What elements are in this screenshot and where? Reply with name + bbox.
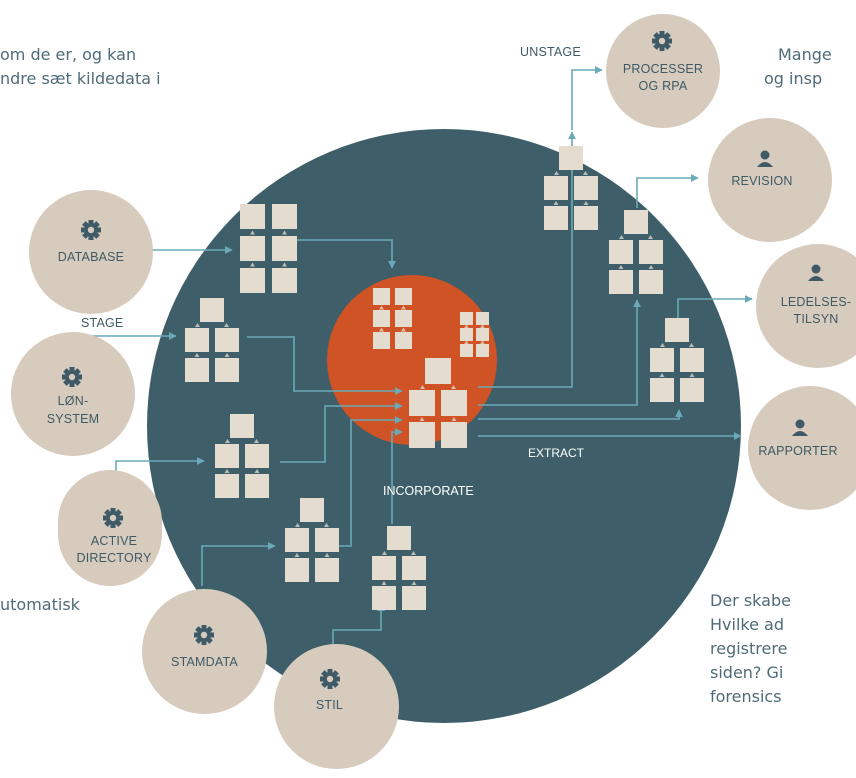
data-block	[544, 146, 598, 230]
rapporter-label: RAPPORTER	[758, 444, 838, 458]
gear-icon	[194, 625, 214, 645]
connector-line	[677, 295, 753, 318]
rapporter-node: RAPPORTER	[748, 386, 856, 510]
connector-line	[201, 542, 276, 586]
gear-icon	[103, 508, 123, 528]
data-blocks	[185, 146, 704, 610]
processer-node: PROCESSER OG RPA	[606, 14, 720, 128]
data-block	[373, 288, 412, 349]
database-node: DATABASE	[29, 190, 153, 314]
bottom-text-line-3: registrere	[710, 639, 788, 658]
connector-line	[478, 409, 683, 420]
extract-label: EXTRACT	[528, 446, 585, 460]
incorporate-label: INCORPORATE	[383, 484, 474, 498]
bottom-text-line-5: forensics	[710, 687, 782, 706]
connector-line	[478, 299, 641, 406]
ledelsestilsyn-node: LEDELSES- TILSYN	[756, 244, 856, 368]
connector-line	[332, 603, 385, 644]
connector-line	[115, 457, 205, 474]
connector-line	[636, 174, 699, 208]
gear-icon	[81, 220, 101, 240]
processer-label-1: PROCESSER	[622, 62, 704, 76]
data-block	[460, 312, 489, 357]
user-icon	[757, 150, 773, 167]
bottom-text-line-1: Der skabe	[710, 591, 791, 610]
stil-label: STIL	[315, 698, 344, 712]
stil-node: STIL	[274, 644, 399, 769]
data-block	[409, 358, 467, 448]
database-label: DATABASE	[57, 250, 125, 264]
stamdata-node: STAMDATA	[142, 589, 267, 714]
right-text-line-1: Mange	[778, 45, 832, 64]
lonsystem-label-2: SYSTEM	[46, 412, 100, 426]
lonsystem-node: LØN- SYSTEM	[11, 332, 135, 456]
user-icon	[792, 419, 808, 436]
connector-line	[275, 239, 396, 269]
lonsystem-label-1: LØN-	[57, 394, 89, 408]
ledelsestilsyn-label-2: TILSYN	[793, 312, 839, 326]
active-directory-label-1: ACTIVE	[90, 534, 138, 548]
intro-text-line-1: om de er, og kan	[0, 45, 137, 64]
data-block	[215, 414, 269, 498]
data-block	[185, 298, 239, 382]
stamdata-label: STAMDATA	[171, 655, 238, 669]
bottom-text-line-4: siden? Gi	[710, 663, 784, 682]
left-text-fragment: utomatisk	[0, 595, 80, 614]
revision-node: REVISION	[708, 118, 832, 242]
right-text-line-2: og insp	[764, 69, 823, 88]
unstage-label: UNSTAGE	[520, 45, 581, 59]
ledelsestilsyn-label-1: LEDELSES-	[780, 295, 852, 309]
user-icon	[808, 264, 824, 281]
gear-icon	[652, 31, 672, 51]
data-block	[650, 318, 704, 402]
connector-line	[280, 402, 403, 463]
connector-line	[571, 66, 603, 130]
data-block	[372, 526, 426, 610]
active-directory-label-2: DIRECTORY	[76, 551, 152, 565]
processer-label-2: OG RPA	[638, 79, 688, 93]
data-block	[285, 498, 339, 582]
bottom-text-line-2: Hvilke ad	[710, 615, 784, 634]
revision-label: REVISION	[731, 174, 793, 188]
intro-text-line-2: ndre sæt kildedata i	[0, 69, 161, 88]
connector-line	[391, 428, 403, 524]
connector-line	[247, 336, 403, 395]
data-block	[240, 204, 297, 293]
data-block	[609, 210, 663, 294]
active-directory-node: ACTIVE DIRECTORY	[58, 470, 162, 586]
gear-icon	[320, 669, 340, 689]
stage-label: STAGE	[81, 316, 124, 330]
gear-icon	[62, 367, 82, 387]
connectors	[66, 66, 753, 644]
connector-line	[478, 131, 576, 388]
